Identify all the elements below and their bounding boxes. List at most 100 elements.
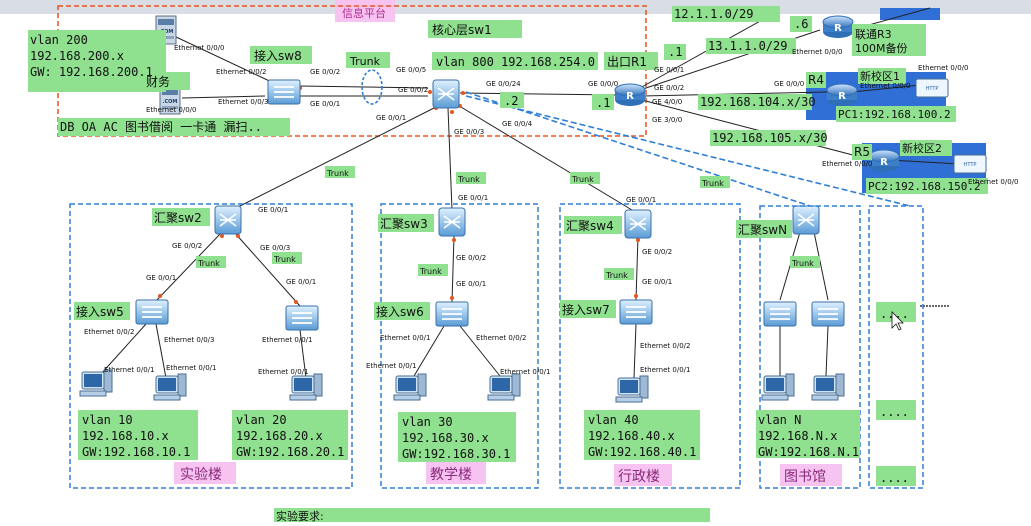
vlan10-gateway: GW:192.168.10.1 xyxy=(82,445,190,459)
port-label: Ethernet 0/0/0 xyxy=(792,48,842,56)
access-swNb-switch-icon[interactable] xyxy=(811,301,845,327)
vlan30-gateway: GW:192.168.30.1 xyxy=(402,447,510,461)
access-sw7-switch-icon[interactable] xyxy=(619,299,653,325)
pc-icon[interactable] xyxy=(289,373,323,401)
port-label: GE 0/0/1 xyxy=(146,274,176,282)
port-label: Ethernet 0/0/3 xyxy=(164,336,214,344)
pc2-http-icon[interactable] xyxy=(953,154,987,174)
server-vlan-gateway: GW: 192.168.200.1 xyxy=(30,65,153,79)
port-label: Ethernet 0/0/1 xyxy=(366,362,416,370)
vlanN-gateway: GW:192.168.N.1 xyxy=(758,445,859,459)
core-vlan-label: vlan 800 192.168.254.0 xyxy=(436,55,595,69)
port-label: GE 0/0/1 xyxy=(626,196,656,204)
r4-router-icon[interactable] xyxy=(826,83,858,107)
port-label: GE 0/0/1 xyxy=(654,66,684,74)
port-label: GE 0/0/1 xyxy=(286,278,316,286)
port-label: Ethernet 0/0/0 xyxy=(146,106,196,114)
wan-net1-label: 12.1.1.0/29 xyxy=(674,7,753,21)
trunk-label-top: Trunk xyxy=(349,55,381,68)
vlanN-subnet: 192.168.N.x xyxy=(758,429,837,443)
access-sw5-label: 接入sw5 xyxy=(76,304,124,319)
agg-swN-switch-icon[interactable] xyxy=(792,205,820,235)
pc-icon[interactable] xyxy=(153,373,187,401)
blue-dashed-links xyxy=(465,91,950,307)
port-label: Ethernet 0/0/2 xyxy=(84,328,134,336)
agg-sw2-switch-icon[interactable] xyxy=(214,205,242,235)
agg-sw4-switch-icon[interactable] xyxy=(624,209,652,239)
building-admin-label: 行政楼 xyxy=(618,469,660,485)
core-ip-suffix: .2 xyxy=(504,94,518,108)
finance-label: 财务 xyxy=(146,74,170,89)
trunk-label: Trunk xyxy=(791,259,814,268)
port-label: Ethernet 0/0/2 xyxy=(640,342,690,350)
port-label: GE 0/0/3 xyxy=(454,128,484,136)
pc1-label: PC1:192.168.100.2 xyxy=(838,108,951,121)
access-sw8-switch-icon[interactable] xyxy=(267,79,301,105)
building-library-label: 图书馆 xyxy=(784,469,826,485)
access-sw5b-switch-icon[interactable] xyxy=(285,305,319,331)
access-sw6-label: 接入sw6 xyxy=(376,304,424,319)
r1-wan-ip-suffix: .1 xyxy=(668,45,682,59)
egress-r1-router-icon[interactable] xyxy=(614,83,646,107)
trunk-label: Trunk xyxy=(326,169,349,178)
vlan40-gateway: GW:192.168.40.1 xyxy=(588,445,696,459)
vlan40-id: vlan 40 xyxy=(588,413,639,427)
pc1-http-icon[interactable] xyxy=(915,78,949,98)
r5-router-icon[interactable] xyxy=(868,149,900,173)
more-placeholder: .... xyxy=(880,471,909,485)
label-backgrounds xyxy=(28,6,988,522)
port-label: GE 0/0/4 xyxy=(502,120,533,128)
r1-ip-suffix: .1 xyxy=(596,96,610,110)
agg-sw3-switch-icon[interactable] xyxy=(438,207,466,237)
server-list-label: DB OA AC 图书借阅 一卡通 漏扫.. xyxy=(60,120,262,134)
backup-link-label: 100M备份 xyxy=(855,41,908,55)
vlan20-gateway: GW:192.168.20.1 xyxy=(236,445,344,459)
port-label: GE 0/0/2 xyxy=(456,254,486,262)
port-label: Ethernet 0/0/1 xyxy=(104,366,154,374)
access-swNa-switch-icon[interactable] xyxy=(763,301,797,327)
core-sw1-switch-icon[interactable] xyxy=(432,79,460,109)
building-teaching-label: 教学楼 xyxy=(430,467,472,483)
wan-net104-label: 192.168.104.x/30 xyxy=(700,95,816,109)
pc-icon[interactable] xyxy=(615,375,649,403)
trunk-label: Trunk xyxy=(273,255,296,264)
unicom-r3-router-icon[interactable] xyxy=(822,15,854,39)
trunk-label: Trunk xyxy=(457,175,480,184)
r3-ip-suffix: .6 xyxy=(794,17,808,31)
port-label: GE 4/0/0 xyxy=(652,98,682,106)
agg-sw2-label: 汇聚sw2 xyxy=(154,211,202,225)
port-label: GE 0/0/1 xyxy=(642,278,672,286)
port-label: GE 0/0/1 xyxy=(376,114,406,122)
egress-r1-label: 出口R1 xyxy=(607,55,647,69)
port-label: Ethernet 0/0/1 xyxy=(262,336,312,344)
more-placeholder: .... xyxy=(880,405,909,419)
port-label: GE 0/0/2 xyxy=(310,68,340,76)
vlan10-subnet: 192.168.10.x xyxy=(82,429,169,443)
r5-label: R5 xyxy=(854,145,870,159)
server-vlan-subnet: 192.168.200.x xyxy=(30,49,124,63)
access-sw5-switch-icon[interactable] xyxy=(135,299,169,325)
pc2-label: PC2:192.168.150.2 xyxy=(868,180,981,193)
trunk-label: Trunk xyxy=(701,179,724,188)
port-label: GE 0/0/0 xyxy=(588,80,618,88)
port-label: GE 0/0/0 xyxy=(774,80,804,88)
port-label: Ethernet 0/0/0 xyxy=(918,64,968,72)
pc-icon[interactable] xyxy=(393,373,427,401)
mouse-cursor-icon xyxy=(891,311,904,331)
experiment-requirements-label: 实验要求: xyxy=(276,509,324,522)
pc-icon[interactable] xyxy=(811,373,845,401)
r4-label: R4 xyxy=(808,73,824,87)
port-label: GE 0/0/1 xyxy=(458,194,488,202)
vlan20-id: vlan 20 xyxy=(236,413,287,427)
pc-icon[interactable] xyxy=(761,373,795,401)
trunk-label: Trunk xyxy=(419,267,442,276)
port-label: Ethernet 0/0/1 xyxy=(380,334,430,342)
pc-icon[interactable] xyxy=(487,373,521,401)
port-label: GE 0/0/1 xyxy=(456,280,486,288)
port-label: Ethernet 0/0/1 xyxy=(258,368,308,376)
port-label: Ethernet 0/0/1 xyxy=(166,364,216,372)
port-label: GE 0/0/2 xyxy=(398,86,428,94)
access-sw6-switch-icon[interactable] xyxy=(435,301,469,327)
port-label: GE 0/0/1 xyxy=(258,206,288,214)
